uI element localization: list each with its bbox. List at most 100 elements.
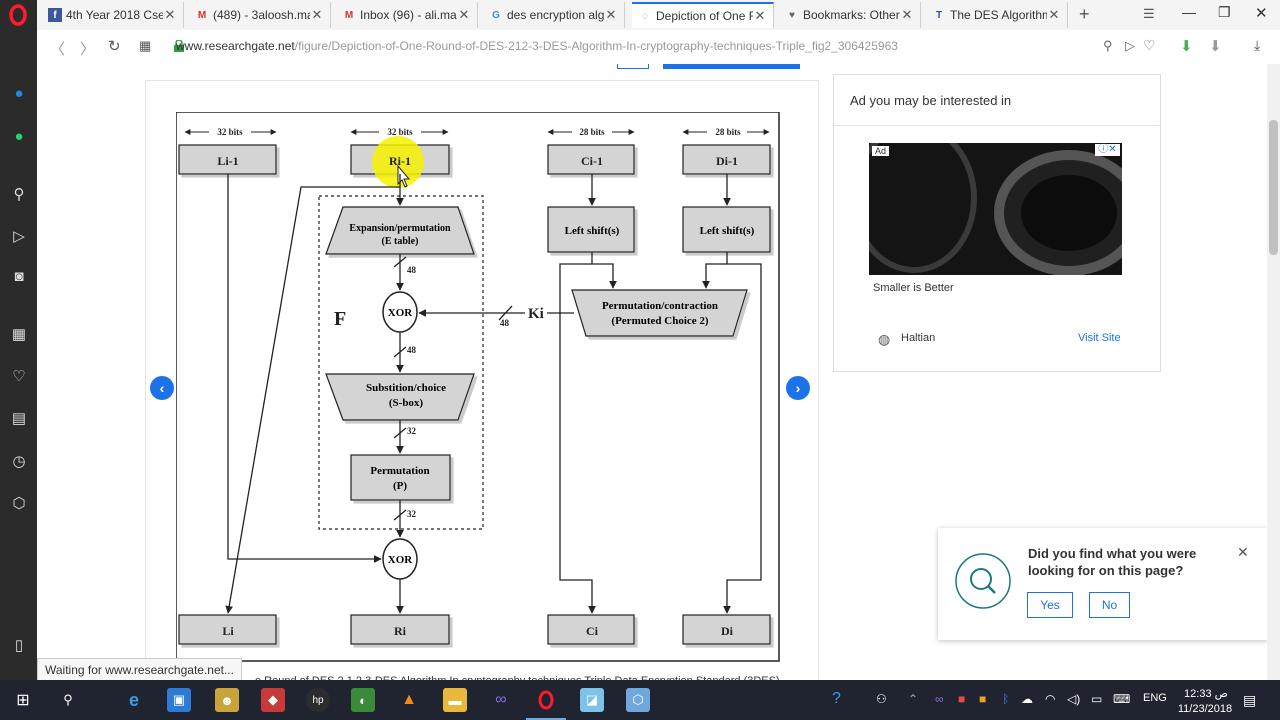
toolbar-button-partial[interactable] — [617, 64, 649, 69]
minimize-button[interactable]: — — [1182, 4, 1196, 20]
whatsapp-icon[interactable]: ● — [14, 127, 24, 145]
tray-app-icon[interactable]: ∞ — [935, 692, 944, 706]
app-icon-4[interactable]: ∞ — [495, 691, 507, 708]
maximize-button[interactable]: ❐ — [1218, 4, 1231, 20]
left-shift-d-box — [682, 206, 771, 253]
tab-close-icon[interactable]: ✕ — [754, 8, 766, 23]
tab-close-icon[interactable]: ✕ — [1048, 7, 1060, 22]
help-icon[interactable]: ? — [832, 690, 841, 707]
app-icon-6[interactable]: ⬡ — [626, 688, 650, 712]
opera-sidebar — [0, 30, 37, 680]
prev-figure-button[interactable]: ‹ — [150, 376, 174, 400]
bits-28-label-d: 28 bits — [715, 127, 741, 137]
volume-icon[interactable]: ◁) — [1067, 692, 1081, 706]
tab-5[interactable]: ◌Depiction of One Ro✕ — [632, 2, 774, 28]
tab-6[interactable]: ♥Bookmarks: Other b✕ — [779, 2, 921, 28]
lock-icon[interactable] — [174, 39, 184, 52]
feedback-no-button[interactable]: No — [1089, 592, 1130, 618]
close-icon[interactable]: ✕ — [1237, 544, 1249, 560]
people-icon[interactable]: ⚇ — [876, 692, 887, 706]
forward-button[interactable]: 〉 — [80, 41, 96, 58]
tab-close-icon[interactable]: ✕ — [458, 7, 470, 22]
app-icon-1[interactable]: ☻ — [215, 688, 239, 712]
sidebar-toggle-icon[interactable]: ▯ — [14, 637, 24, 654]
hp-icon[interactable]: hp — [306, 688, 330, 712]
tray-app-icon-3[interactable]: ■ — [979, 692, 987, 706]
app-icon-2[interactable]: ◆ — [261, 688, 285, 712]
search-icon[interactable]: ⚲ — [63, 692, 73, 707]
gmail-icon: M — [344, 9, 354, 21]
messenger-icon[interactable]: ● — [14, 84, 24, 102]
language-indicator[interactable]: ENG — [1143, 692, 1167, 704]
box-c-out — [547, 614, 635, 645]
speed-dial-icon[interactable]: ▦ — [11, 326, 27, 343]
k-label: Ki — [528, 306, 544, 322]
search-icon[interactable]: ⚲ — [13, 186, 25, 203]
heart-icon[interactable]: ♡ — [12, 368, 26, 385]
feedback-yes-button[interactable]: Yes — [1027, 592, 1073, 618]
clock-time[interactable]: 12:33 ص — [1184, 688, 1228, 700]
notifications-icon[interactable]: ▤ — [1243, 692, 1257, 708]
app-icon-3[interactable]: ◐ — [351, 688, 375, 712]
send-icon[interactable]: ▷ — [1125, 38, 1135, 53]
tab-label: Depiction of One Ro — [656, 9, 753, 23]
vlc-icon[interactable]: ▲ — [401, 691, 417, 708]
bluetooth-icon[interactable]: ᛒ — [1002, 692, 1010, 706]
extensions-icon[interactable]: ⬡ — [12, 495, 26, 512]
ad-close-icon[interactable]: ⓘ✕ — [1095, 144, 1120, 156]
next-figure-button[interactable]: › — [786, 376, 810, 400]
ad-divider — [834, 125, 1159, 126]
clock-date[interactable]: 11/23/2018 — [1177, 703, 1233, 715]
edge-icon[interactable]: e — [128, 689, 139, 710]
visit-site-link[interactable]: Visit Site — [1078, 332, 1121, 344]
tray-expand-icon[interactable]: ⌃ — [908, 692, 919, 706]
battery-icon[interactable]: ▭ — [1091, 692, 1103, 706]
bookmark-heart-icon[interactable]: ♡ — [1143, 37, 1156, 53]
new-tab-button[interactable]: + — [1079, 4, 1090, 24]
windows-start-icon[interactable]: ⊞ — [16, 692, 30, 709]
tab-label: (489) - 3aloosh.mak — [213, 8, 310, 22]
download-green-icon[interactable]: ⬇ — [1180, 38, 1193, 55]
download-gray-icon[interactable]: ⬇ — [1209, 38, 1222, 55]
ad-image[interactable] — [869, 143, 1122, 275]
downloads-icon[interactable]: ⤓ — [1254, 37, 1261, 53]
tab-close-icon[interactable]: ✕ — [164, 7, 176, 22]
onedrive-icon[interactable]: ☁ — [1021, 692, 1033, 706]
reload-button[interactable]: ↻ — [108, 38, 121, 55]
back-button[interactable]: 〈 — [50, 41, 66, 58]
news-icon[interactable]: ▤ — [11, 410, 27, 427]
tab-close-icon[interactable]: ✕ — [605, 7, 617, 22]
store-icon[interactable]: ▣ — [167, 688, 191, 712]
tab-menu-icon[interactable]: ☰ — [1143, 6, 1155, 21]
keyboard-icon[interactable]: ⌨ — [1113, 692, 1131, 706]
app-icon-5[interactable]: ◪ — [580, 688, 604, 712]
perm-label-1: Permutation — [370, 465, 429, 477]
tray-app-icon-2[interactable]: ■ — [958, 692, 966, 706]
download-button-partial[interactable] — [663, 64, 800, 69]
ad-tagline: Smaller is Better — [873, 282, 954, 294]
tab-close-icon[interactable]: ✕ — [311, 7, 323, 22]
file-explorer-icon[interactable]: ▬ — [443, 688, 467, 712]
opera-taskbar-icon[interactable] — [534, 688, 558, 712]
send-icon[interactable]: ▷ — [13, 228, 25, 245]
tab-close-icon[interactable]: ✕ — [901, 7, 913, 22]
close-window-button[interactable]: ✕ — [1255, 5, 1268, 22]
url-field[interactable]: www.researchgate.net/figure/Depiction-of… — [176, 39, 898, 53]
ad-badge: Ad — [872, 146, 890, 156]
box-d-prev — [682, 144, 771, 175]
tab-2[interactable]: M (489) - 3aloosh.mak✕ — [189, 2, 331, 28]
bits-32-label-r: 32 bits — [387, 127, 413, 137]
wifi-icon[interactable]: ◠ — [1045, 692, 1056, 706]
search-icon[interactable]: ⚲ — [1103, 38, 1113, 53]
scrollbar-thumb[interactable] — [1269, 120, 1278, 255]
gmail-icon: M — [197, 9, 207, 21]
speed-dial-icon[interactable]: ▦ — [139, 38, 152, 53]
label-l-prev: Li-1 — [217, 154, 238, 168]
camera-icon[interactable]: ◙ — [14, 267, 24, 285]
history-icon[interactable]: ◷ — [12, 453, 26, 470]
opera-menu-button[interactable] — [0, 0, 37, 30]
